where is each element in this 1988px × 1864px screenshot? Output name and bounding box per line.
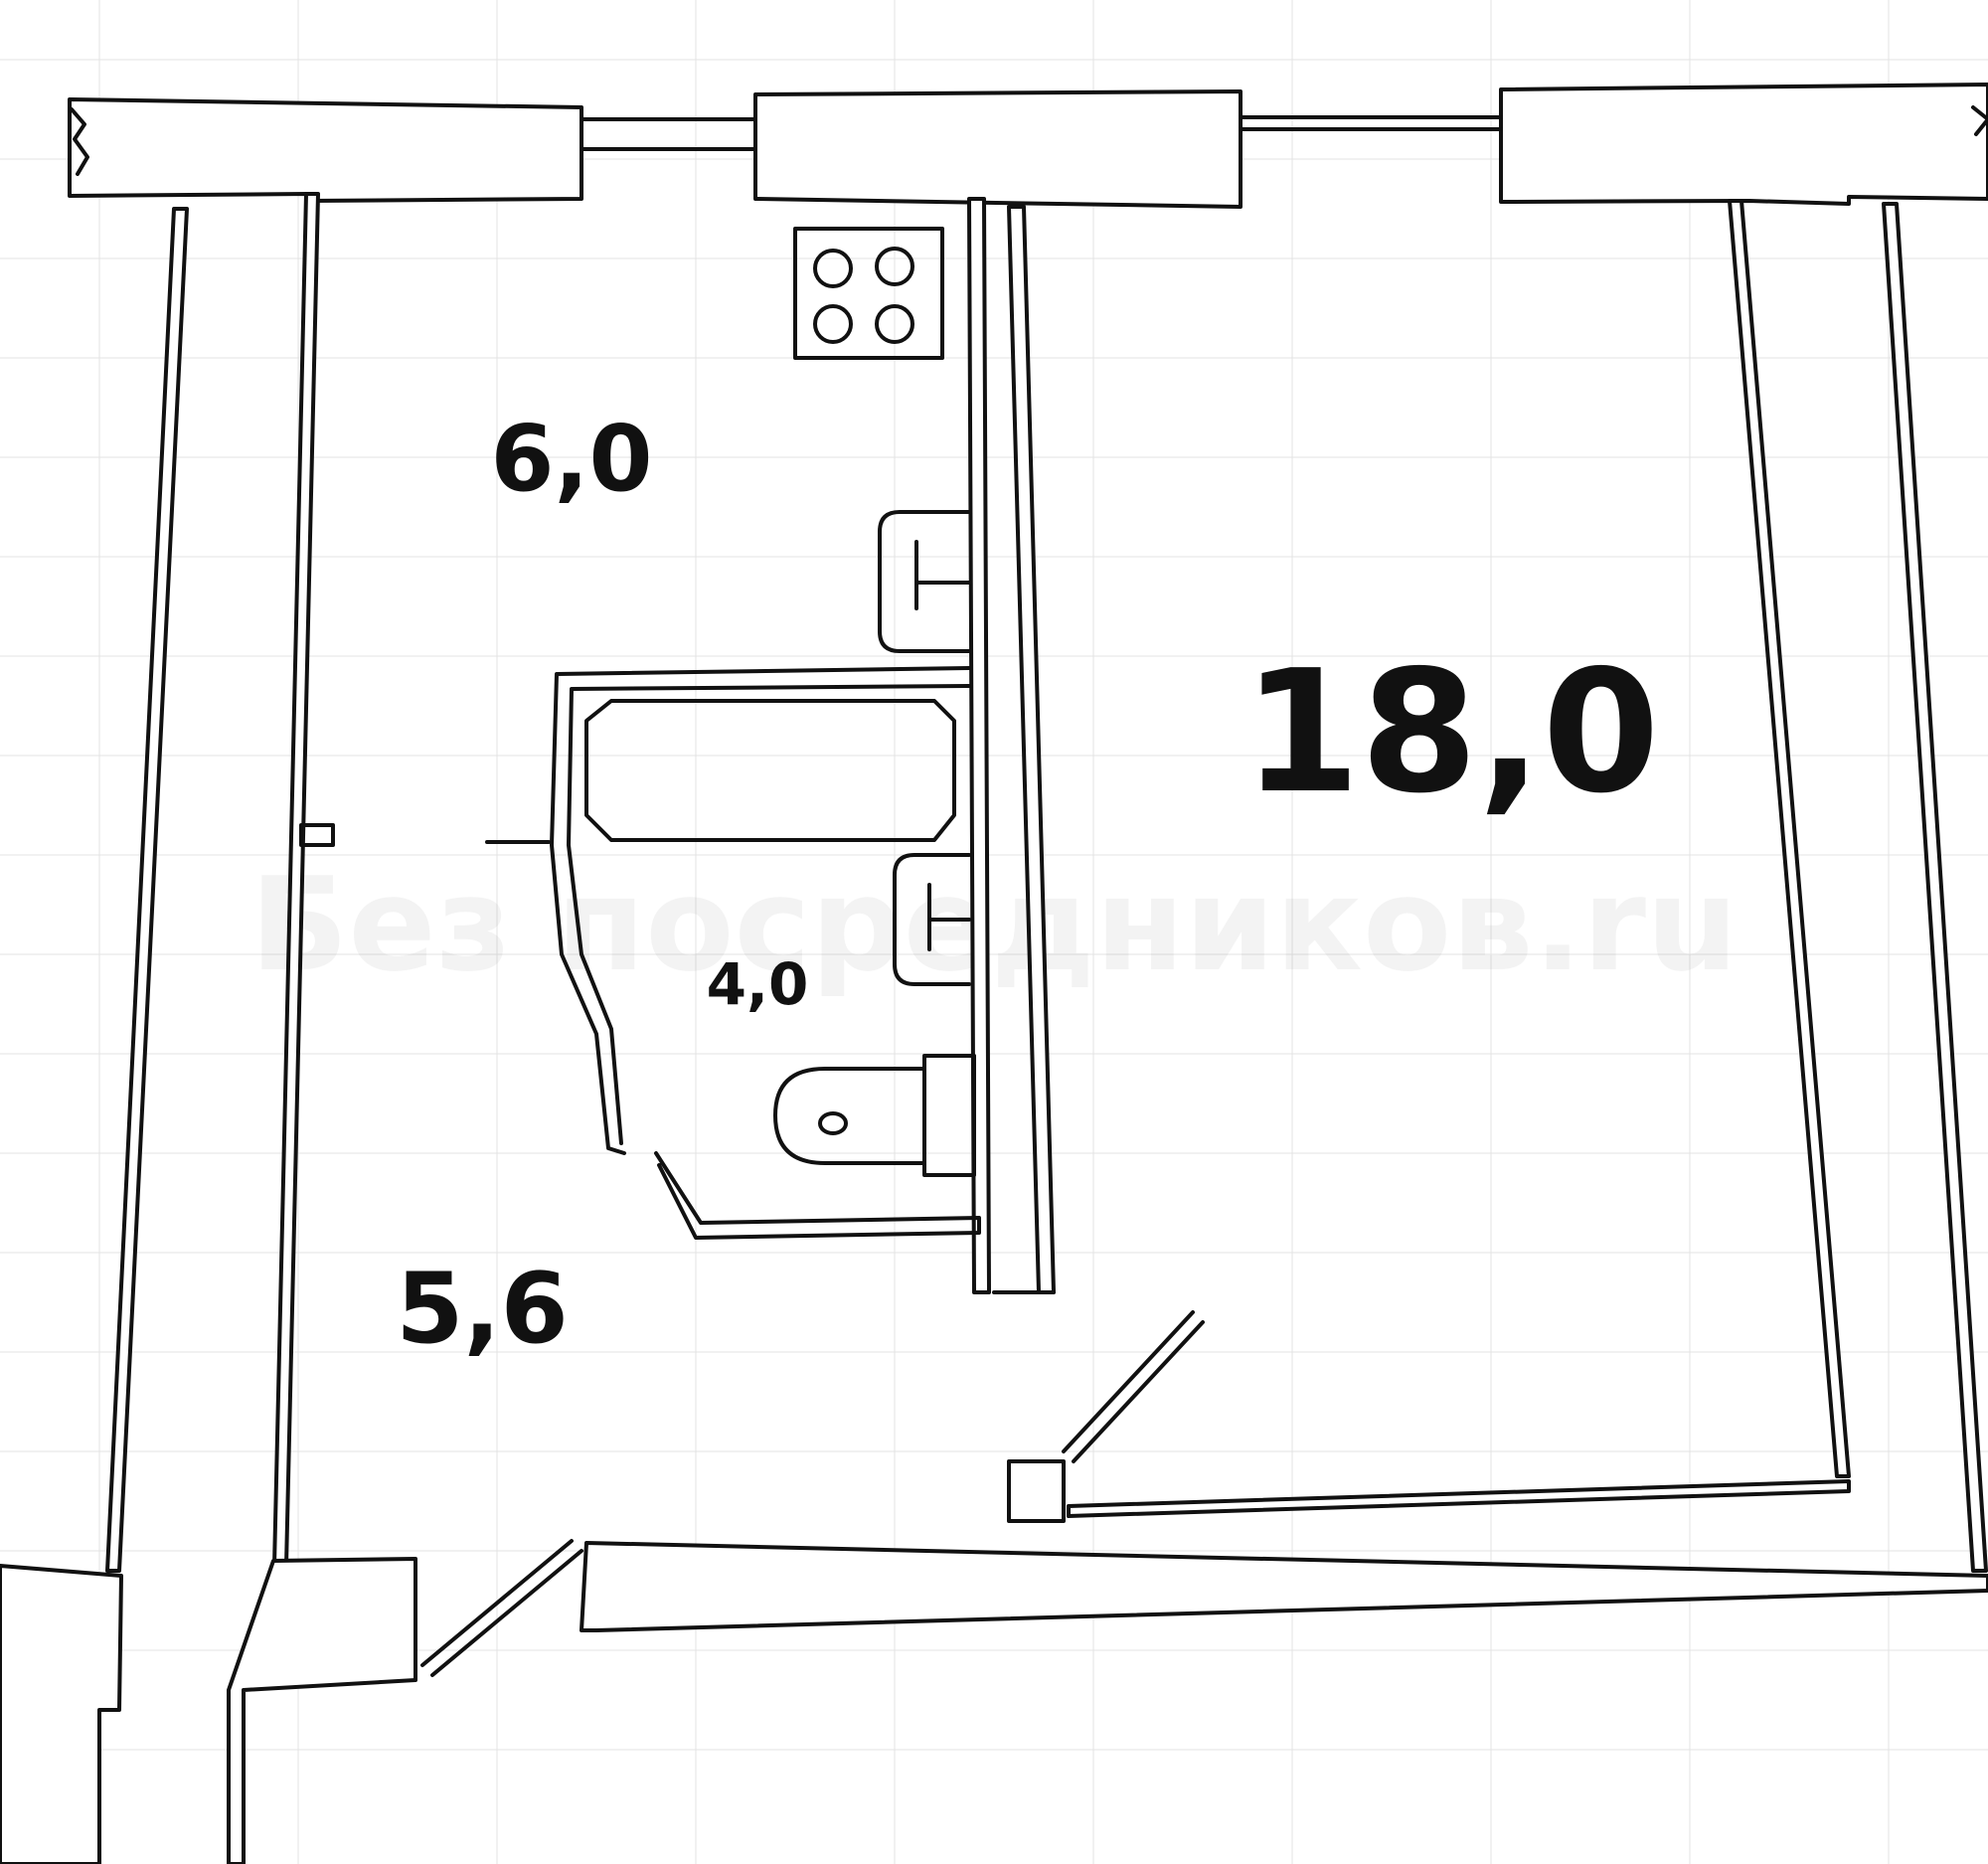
wall-bottom-living xyxy=(1067,1479,1851,1518)
living-room-area-label: 18,0 xyxy=(1242,634,1659,831)
toilet-icon xyxy=(773,1054,976,1177)
window-living-room xyxy=(1239,115,1503,131)
bathroom-area-label: 4,0 xyxy=(707,950,809,1018)
bathtub-icon xyxy=(584,699,956,842)
exterior-wall-top xyxy=(68,83,1988,209)
wall-kitchen-bath xyxy=(967,197,991,1294)
entrance-door xyxy=(420,1539,583,1677)
bathroom-walls xyxy=(299,666,981,1240)
wall-kitchen-living xyxy=(1007,205,1056,1294)
window-kitchen xyxy=(580,117,757,151)
wall-bottom-left xyxy=(0,1564,123,1864)
washbasin-icon xyxy=(893,853,971,986)
hallway-area-label: 5,6 xyxy=(396,1253,569,1366)
kitchen-area-label: 6,0 xyxy=(491,406,653,512)
watermark: Без посредников.ru xyxy=(249,849,1738,1000)
stove-icon xyxy=(793,227,944,360)
wall-bottom-hall xyxy=(227,1557,417,1864)
living-room-door xyxy=(1062,1310,1205,1463)
wall-break-mark xyxy=(70,107,89,176)
wall-entrance-corridor xyxy=(580,1541,1988,1632)
wall-living-door-jamb xyxy=(1007,1459,1066,1523)
sink-icon xyxy=(878,510,971,653)
wall-neighbor-right xyxy=(1882,202,1988,1573)
wall-living-right xyxy=(1728,199,1851,1478)
door-lock xyxy=(299,823,335,847)
wall-break-mark xyxy=(1971,105,1988,136)
wall-left-outer xyxy=(105,207,189,1573)
